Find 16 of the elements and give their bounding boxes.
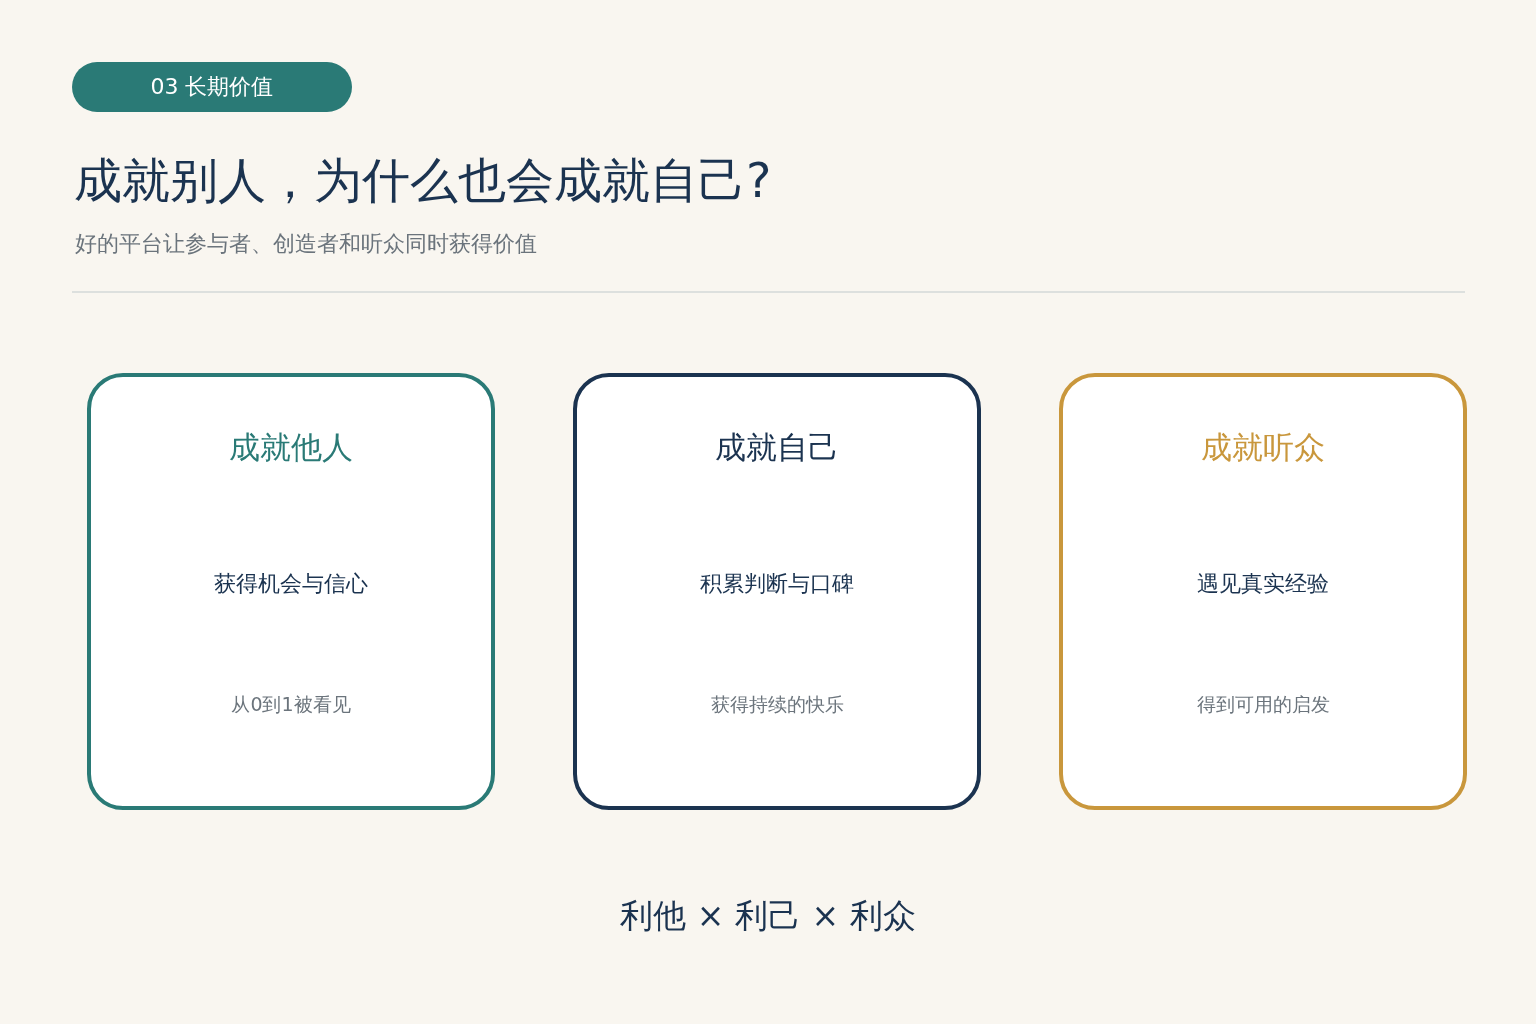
value-card	[573, 373, 981, 810]
card-heading: 成就听众	[1201, 428, 1325, 467]
card-heading: 成就他人	[229, 428, 353, 467]
card-note: 获得持续的快乐	[710, 692, 844, 717]
card-heading: 成就自己	[715, 428, 839, 467]
card-note: 得到可用的启发	[1196, 692, 1330, 717]
card-subheading: 遇见真实经验	[1197, 570, 1329, 598]
card-subheading: 获得机会与信心	[214, 570, 368, 598]
section-badge: 03 长期价值	[72, 62, 352, 112]
subtitle: 好的平台让参与者、创造者和听众同时获得价值	[75, 230, 537, 258]
value-card	[87, 373, 495, 810]
card-subheading: 积累判断与口碑	[700, 570, 854, 598]
page-title: 成就别人，为什么也会成就自己?	[74, 151, 772, 210]
card-note: 从0到1被看见	[231, 692, 351, 717]
value-card	[1059, 373, 1467, 810]
formula-text: 利他 × 利己 × 利众	[620, 895, 916, 937]
